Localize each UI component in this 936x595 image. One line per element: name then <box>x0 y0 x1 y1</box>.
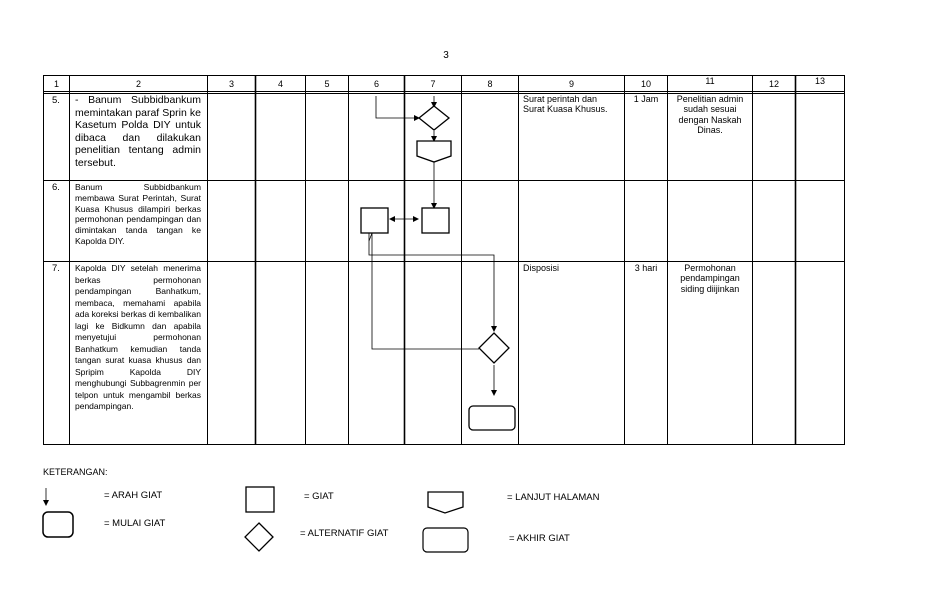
legend-akhir-giat: = AKHIR GIAT <box>509 533 570 544</box>
row-waktu: 1 Jam <box>633 94 659 104</box>
column-header: 1 <box>53 79 59 89</box>
row-output: Permohonan pendampingan siding diijinkan <box>680 263 740 294</box>
row-number: 7. <box>52 263 60 274</box>
alternatif-giat-legend-icon <box>244 522 274 552</box>
column-header: 8 <box>487 79 493 89</box>
row-description: Kapolda DIY setelah menerima berkas perm… <box>75 263 201 411</box>
column-header: 2 <box>135 79 141 89</box>
giat-legend-icon <box>245 486 275 513</box>
column-header: 7 <box>430 79 436 89</box>
giat-box <box>360 207 389 234</box>
row-kelengkapan: Surat perintah dan Surat Kuasa Khusus. <box>523 94 608 115</box>
legend-title: KETERANGAN: <box>43 467 108 477</box>
mulai-giat-legend-icon <box>42 511 74 538</box>
column-header: 3 <box>228 79 234 89</box>
page-number: 3 <box>443 50 449 61</box>
column-header: 10 <box>640 79 651 89</box>
legend-alternatif-giat: = ALTERNATIF GIAT <box>300 528 389 539</box>
table-border <box>43 75 845 445</box>
giat-box <box>421 207 450 234</box>
akhir-giat-shape <box>468 405 516 431</box>
column-header: 6 <box>373 79 379 89</box>
row-output: Penelitian admin sudah sesuai dengan Nas… <box>676 94 744 136</box>
column-header: 13 <box>814 76 825 86</box>
column-header: 11 <box>705 76 715 86</box>
row-number: 5. <box>52 95 60 106</box>
flow-return-line <box>371 233 479 350</box>
legend-lanjut-halaman: = LANJUT HALAMAN <box>507 492 600 503</box>
lanjut-halaman-legend-icon <box>427 491 464 514</box>
row-waktu: 3 hari <box>634 263 658 273</box>
column-header: 12 <box>768 79 779 89</box>
row-number: 6. <box>52 182 60 193</box>
row-description: Banum Subbidbankum membawa Surat Perinta… <box>75 182 201 246</box>
column-header: 9 <box>568 79 574 89</box>
column-header: 5 <box>324 79 330 89</box>
column-header: 4 <box>277 79 283 89</box>
row-description: - Banum Subbidbankum memintakan paraf Sp… <box>75 94 201 169</box>
legend-arah-giat: = ARAH GIAT <box>104 490 163 501</box>
legend-mulai-giat: = MULAI GIAT <box>104 518 166 529</box>
row-kelengkapan: Disposisi <box>523 263 560 273</box>
flow-arrow <box>375 96 420 121</box>
flow-arrow <box>368 233 497 332</box>
legend-giat: = GIAT <box>304 491 334 502</box>
lanjut-halaman-shape <box>416 140 452 163</box>
alternatif-giat-diamond <box>478 332 510 364</box>
alternatif-giat-diamond <box>417 105 451 131</box>
akhir-giat-legend-icon <box>422 527 469 553</box>
